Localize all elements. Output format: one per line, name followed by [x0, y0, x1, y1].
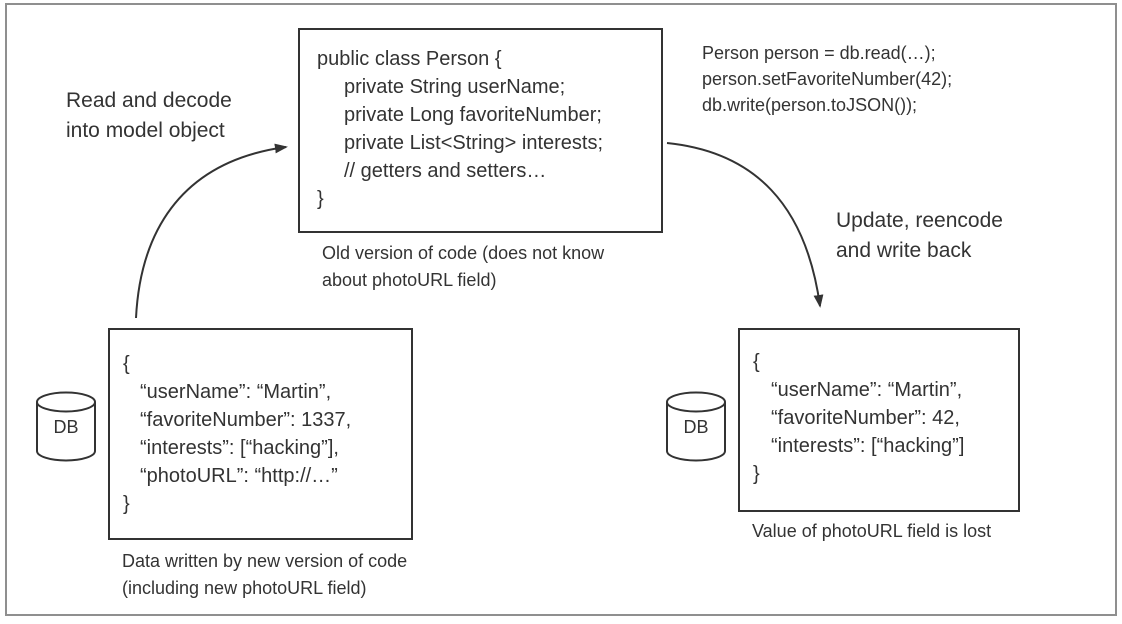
json-left-closebrace: }: [123, 493, 130, 515]
db-label-left: DB: [53, 417, 79, 437]
diagram-frame: [5, 3, 1117, 616]
update-code-line2: person.setFavoriteNumber(42);: [702, 69, 953, 89]
json-right-caption-line1: Value of photoURL field is lost: [752, 521, 992, 541]
json-document-written-back: { “userName”: “Martin”, “favoriteNumber”…: [738, 328, 1020, 512]
json-right-interests: “interests”: [“hacking”]: [771, 435, 965, 457]
json-right-favnumber: “favoriteNumber”: 42,: [771, 407, 960, 429]
db-label-right: DB: [683, 417, 709, 437]
json-left-caption-line1: Data written by new version of code: [122, 551, 408, 571]
class-line-favnumber: private Long favoriteNumber;: [344, 104, 602, 126]
read-decode-label-line2: into model object: [66, 119, 225, 142]
json-left-openbrace: {: [123, 353, 130, 375]
json-document-new-version: { “userName”: “Martin”, “favoriteNumber”…: [108, 328, 413, 540]
class-box-caption: Old version of code (does not know about…: [322, 240, 604, 294]
read-decode-label-line1: Read and decode: [66, 89, 232, 112]
json-right-openbrace: {: [753, 351, 760, 373]
class-caption-line2: about photoURL field): [322, 270, 497, 290]
json-right-username: “userName”: “Martin”,: [771, 379, 963, 401]
read-decode-label: Read and decode into model object: [66, 86, 232, 146]
class-caption-line1: Old version of code (does not know: [322, 243, 605, 263]
json-left-favnumber: “favoriteNumber”: 1337,: [140, 409, 352, 431]
json-right-caption: Value of photoURL field is lost: [752, 518, 991, 545]
update-write-label-line1: Update, reencode: [836, 209, 1003, 232]
class-line-declaration: public class Person {: [317, 48, 502, 70]
class-line-closebrace: }: [317, 188, 324, 210]
update-code-line3: db.write(person.toJSON());: [702, 95, 918, 115]
class-line-username: private String userName;: [344, 76, 566, 98]
update-write-label-line2: and write back: [836, 239, 972, 262]
json-left-username: “userName”: “Martin”,: [140, 381, 332, 403]
update-code-snippet: Person person = db.read(…); person.setFa…: [702, 40, 952, 118]
class-line-interests: private List<String> interests;: [344, 132, 604, 154]
class-line-comment: // getters and setters…: [344, 160, 547, 182]
json-right-closebrace: }: [753, 463, 760, 485]
json-left-caption-line2: (including new photoURL field): [122, 578, 367, 598]
update-write-label: Update, reencode and write back: [836, 206, 1003, 266]
update-code-line1: Person person = db.read(…);: [702, 43, 936, 63]
json-left-caption: Data written by new version of code (inc…: [122, 548, 407, 602]
json-left-interests: “interests”: [“hacking”],: [140, 437, 339, 459]
json-left-photourl: “photoURL”: “http://…”: [140, 465, 338, 487]
person-class-box: public class Person { private String use…: [298, 28, 663, 233]
